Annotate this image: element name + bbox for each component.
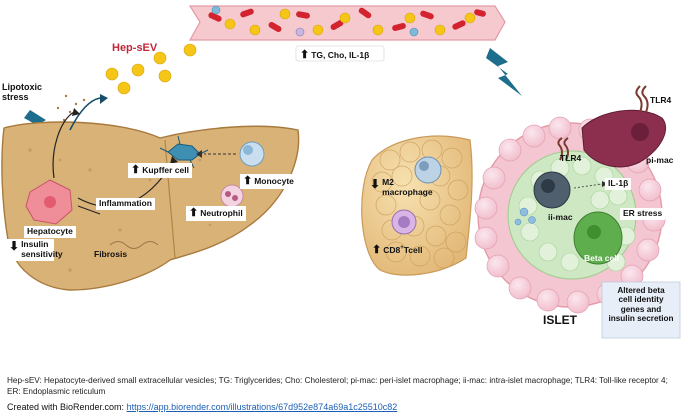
lightning-right (486, 48, 522, 96)
blood-markers-label: ⬆TG, Cho, IL-1β (300, 49, 370, 61)
islet-label: ISLET (543, 313, 578, 327)
fibrosis-label: Fibrosis (94, 249, 128, 259)
vesicles-in-vessel (224, 8, 476, 36)
kupffer-label: ⬆Kupffer cell (128, 163, 192, 178)
pancreatic-islet (474, 116, 666, 314)
pi-mac-label: pi-mac (646, 155, 674, 165)
adipose-tissue (361, 135, 473, 276)
er-stress-label: ER stress (620, 208, 666, 220)
hep-sev-label: Hep-sEV (112, 42, 158, 54)
red-blood-cells (208, 7, 486, 32)
ii-mac-cell (533, 171, 571, 209)
figure-caption: Hep-sEV: Hepatocyte-derived small extrac… (7, 376, 668, 396)
tlr4-mid-label: TLR4 (560, 153, 582, 163)
il1b-label: IL-1β (605, 178, 632, 190)
monocyte-cell (239, 141, 265, 167)
kupffer-cell (159, 135, 209, 169)
monocyte-label: ⬆Monocyte (240, 174, 297, 189)
biorender-credit: Created with BioRender.com: https://app.… (7, 402, 397, 412)
hepatocyte-label: Hepatocyte (24, 226, 76, 238)
pi-mac-cell (581, 85, 667, 168)
biorender-link[interactable]: https://app.biorender.com/illustrations/… (126, 402, 398, 412)
beta-cell (573, 211, 623, 265)
inflammation-label: Inflammation (96, 198, 155, 210)
ii-mac-label: ii-mac (548, 212, 573, 222)
blood-vessel (188, 5, 506, 62)
neutrophil-label: ⬆Neutrophil (186, 206, 246, 221)
beta-cell-label: Beta cell (584, 253, 619, 263)
tlr4-top-label: TLR4 (650, 95, 672, 105)
credit-prefix: Created with BioRender.com: (7, 402, 127, 412)
hep-sev-vesicles (105, 43, 197, 95)
cd8-tcell-label: ⬆CD8+Tcell (372, 244, 423, 256)
